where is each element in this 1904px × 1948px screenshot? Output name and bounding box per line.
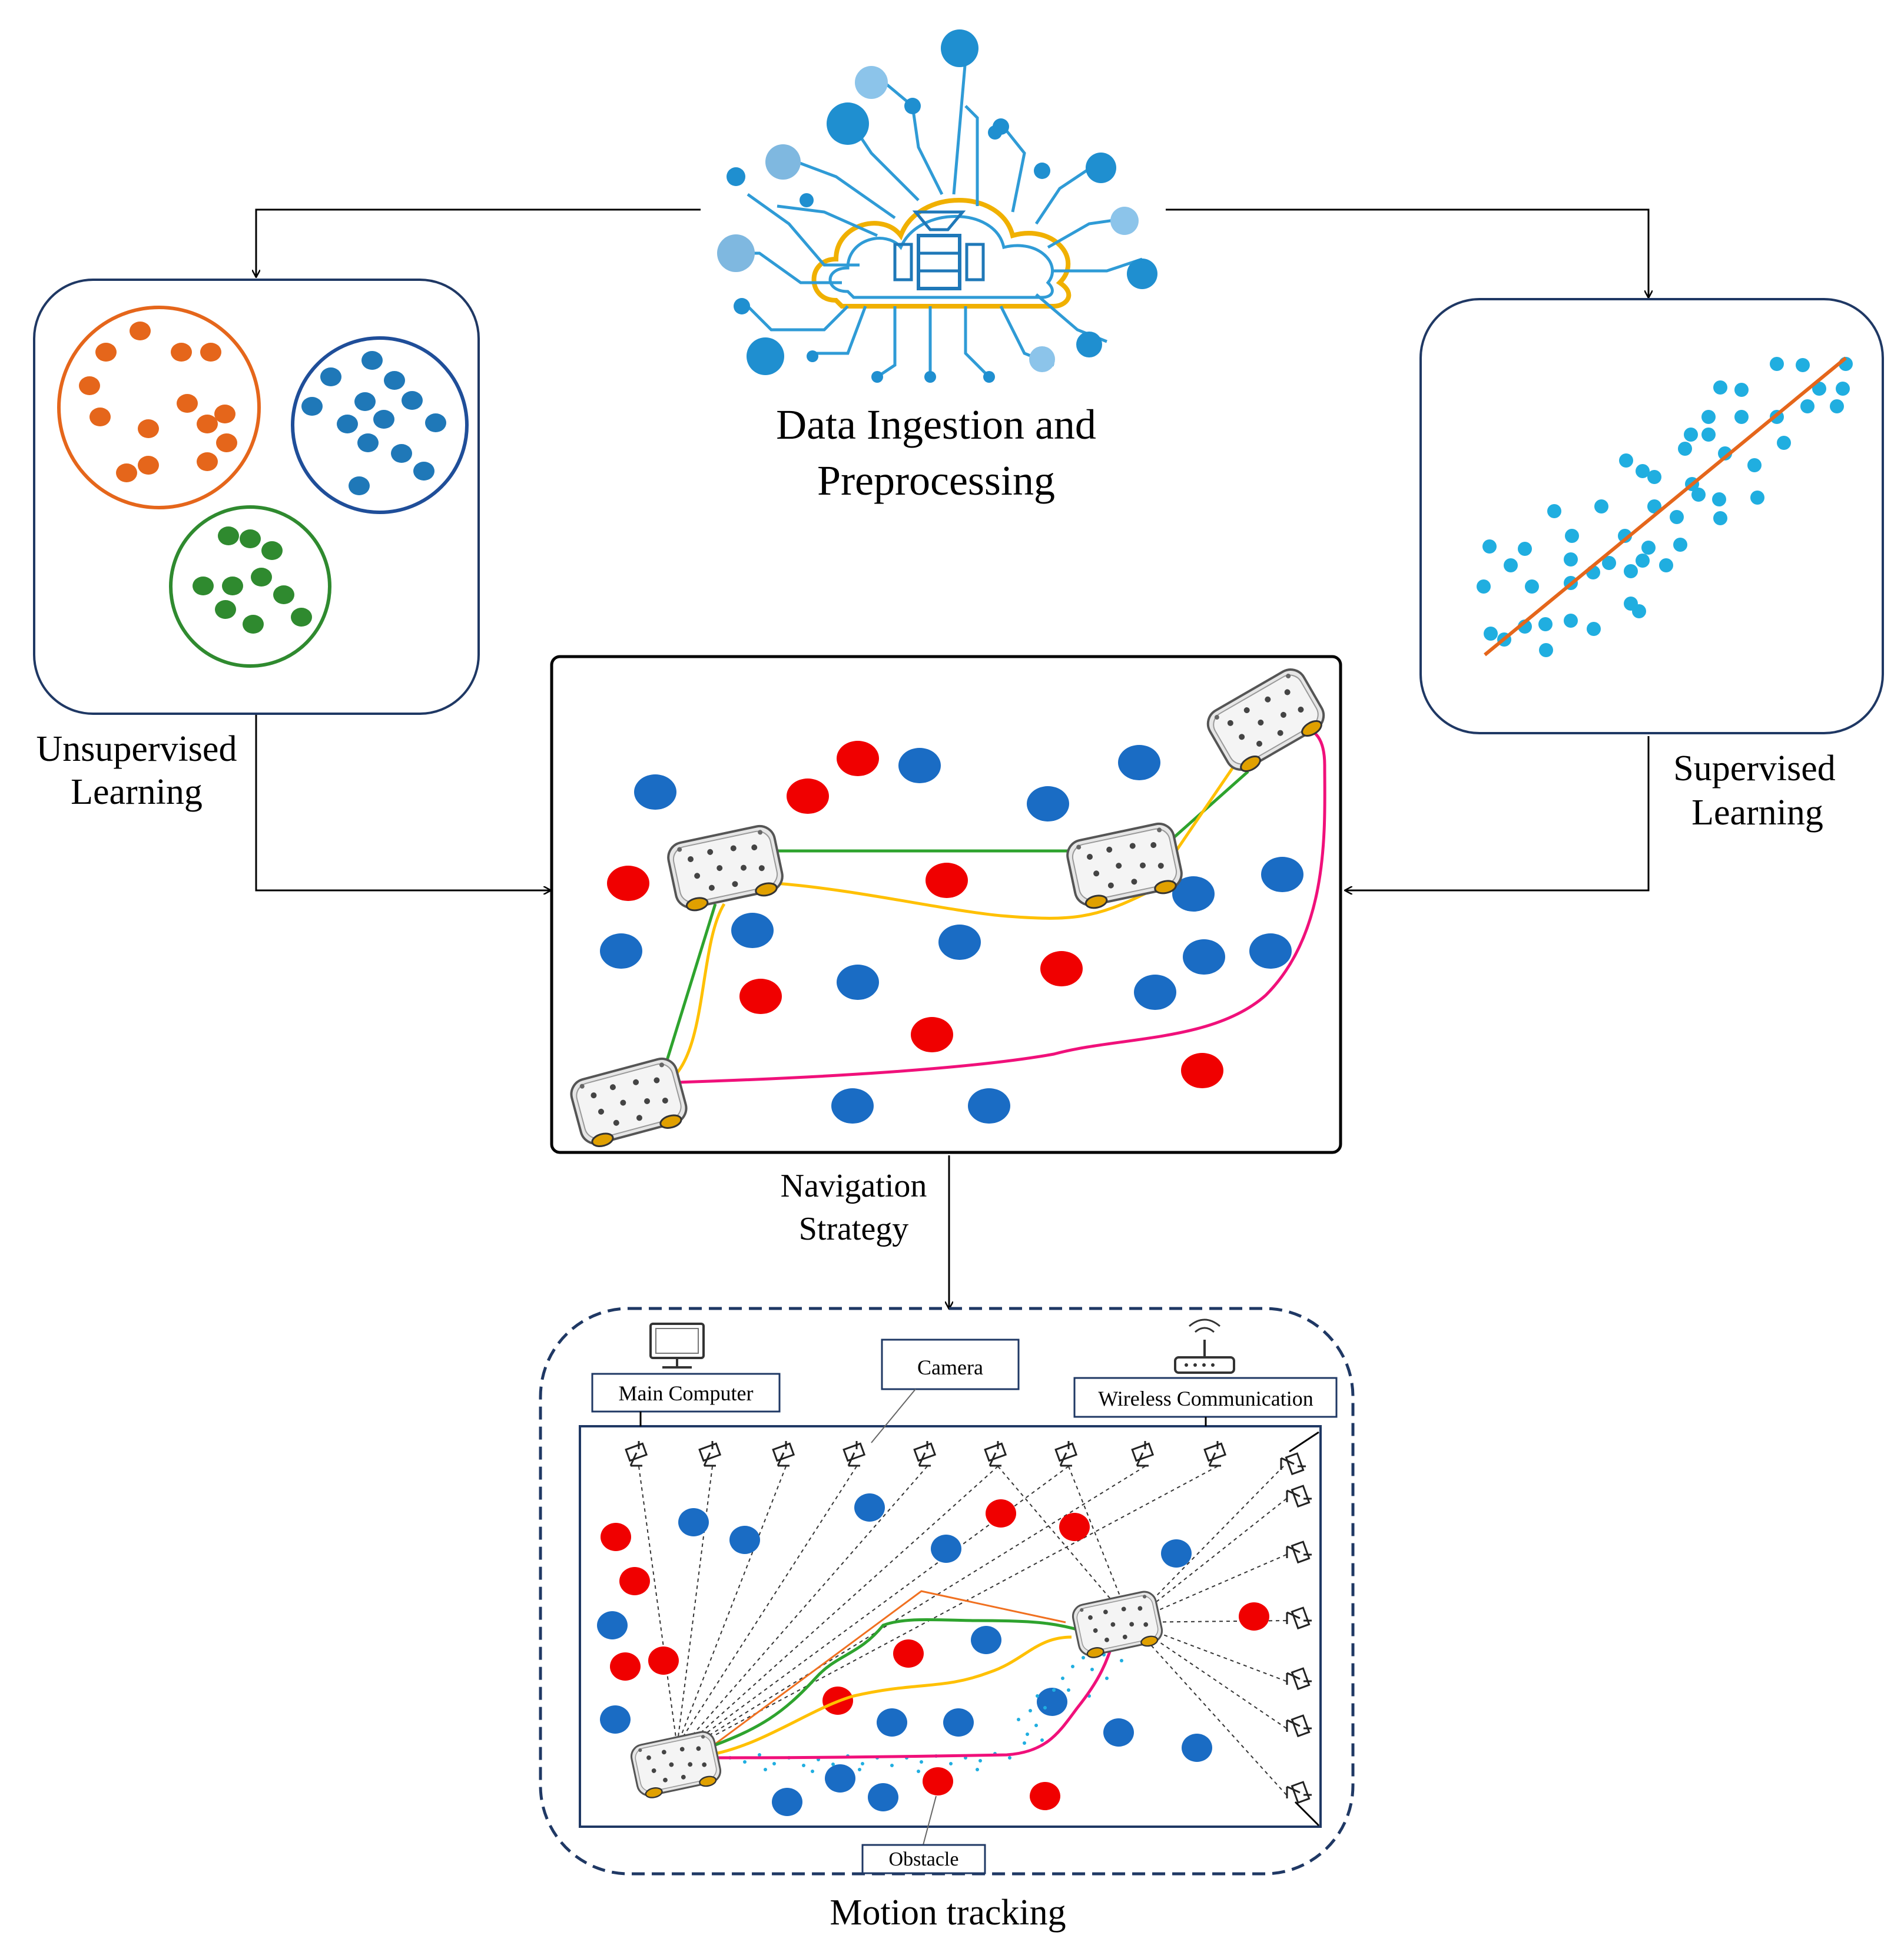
motion-tracking-label: Motion tracking	[830, 1893, 1066, 1933]
arrow-to-unsupervised	[256, 208, 701, 277]
navigation-label-line1: Navigation	[781, 1168, 927, 1204]
monitor-icon	[649, 1323, 705, 1369]
navigation-panel	[550, 655, 1342, 1154]
cluster-blue	[291, 336, 469, 514]
unsupervised-label-line2: Learning	[71, 772, 203, 812]
path-yellow-upper	[775, 753, 1244, 920]
wireless-router-icon	[1174, 1318, 1235, 1374]
main-computer-label: Main Computer	[619, 1382, 754, 1405]
data-ingestion-title-line2: Preprocessing	[817, 457, 1055, 504]
obstacle-label: Obstacle	[889, 1848, 959, 1870]
path-pink	[676, 728, 1326, 1084]
cluster-orange	[57, 306, 261, 509]
arrow-supervised-to-navigation	[1345, 736, 1650, 890]
path-pink	[715, 1642, 1114, 1760]
cloud-data-icon	[811, 198, 1072, 309]
navigation-obstacles	[600, 741, 1303, 1124]
data-ingestion-graphic	[717, 29, 1157, 383]
motion-tracking-panel: Main Computer Camera Wireless Communicat…	[539, 1307, 1355, 1876]
cluster-green	[169, 505, 331, 668]
supervised-label-line2: Learning	[1691, 793, 1823, 833]
cluster-orange-points	[79, 322, 237, 482]
supervised-label-line1: Supervised	[1673, 748, 1836, 789]
cluster-blue-points	[301, 351, 446, 495]
path-yellow	[715, 1635, 1072, 1755]
navigation-label-line2: Strategy	[799, 1211, 909, 1247]
regression-line	[1484, 356, 1847, 657]
cluster-green-points	[193, 526, 312, 634]
data-ingestion-title-line1: Data Ingestion and	[776, 401, 1096, 448]
arrow-to-supervised	[1166, 208, 1648, 297]
path-orange	[712, 1590, 1066, 1747]
path-green-upper-right	[1167, 770, 1249, 843]
connectors	[255, 208, 1650, 1308]
arrow-unsupervised-to-navigation	[255, 714, 550, 890]
particle-cloud	[728, 1641, 1123, 1773]
network-nodes	[717, 29, 1157, 383]
unsupervised-panel	[33, 279, 480, 715]
tracking-paths	[712, 1590, 1114, 1760]
path-green-left	[664, 903, 717, 1066]
camera-label: Camera	[917, 1356, 983, 1379]
supervised-panel	[1419, 298, 1884, 734]
wireless-communication-label: Wireless Communication	[1098, 1387, 1313, 1410]
navigation-paths	[664, 728, 1326, 1084]
path-green	[712, 1618, 1084, 1748]
path-yellow-left	[676, 903, 726, 1074]
unsupervised-label-line1: Unsupervised	[37, 729, 237, 769]
